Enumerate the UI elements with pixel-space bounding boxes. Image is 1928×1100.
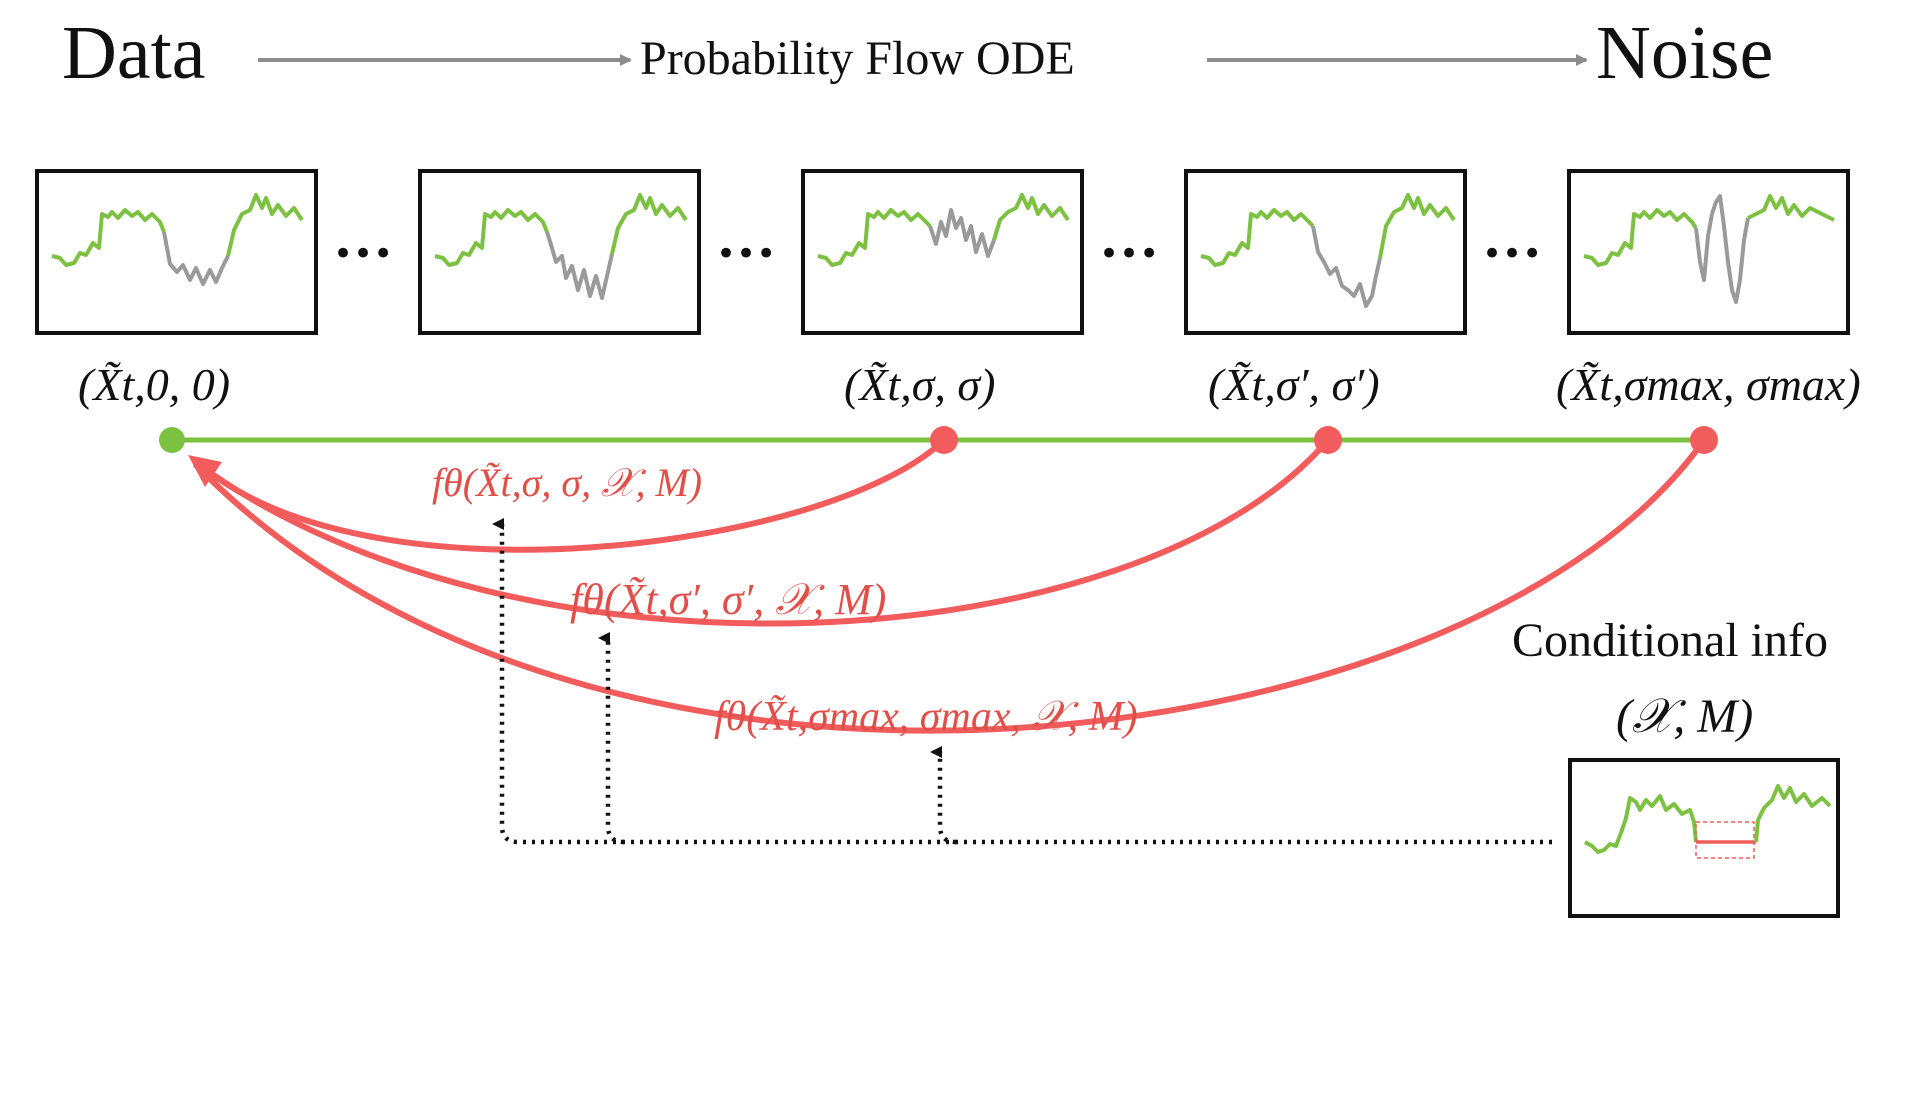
arc-sigma	[192, 437, 947, 553]
panel-3	[801, 169, 1084, 335]
panel-1-gray-segment	[162, 231, 230, 286]
header-data-label: Data	[62, 11, 205, 95]
panel-1-green-left	[51, 208, 166, 267]
panel-3-label: (X̃t,σ, σ)	[844, 359, 995, 410]
panel-3-green-right	[992, 193, 1070, 241]
conditional-panel	[1568, 758, 1840, 918]
panel-5-green-left	[1583, 208, 1698, 267]
panel-4-green-left	[1200, 208, 1315, 267]
conditional-value: (𝒳, M)	[1616, 690, 1753, 743]
panel-3-green-left	[817, 208, 932, 267]
dotted-cond-branch-2	[598, 632, 625, 845]
panel-4-gray-segment	[1311, 225, 1382, 308]
ellipsis-4: •••	[1482, 234, 1542, 274]
arc-sigma-prime	[193, 438, 1331, 627]
ellipsis-2: •••	[716, 234, 776, 274]
header-ode-label: Probability Flow ODE	[640, 32, 1075, 85]
panel-5-gray-segment	[1694, 194, 1750, 304]
panel-5-label: (X̃t,σmax, σmax)	[1556, 359, 1861, 410]
panel-3-gray-segment	[928, 208, 996, 258]
function-label-sigma-prime: fθ(X̃t,σ′, σ′, 𝒳, M)	[570, 575, 886, 624]
panel-2	[418, 169, 701, 335]
conditional-mask-box	[1695, 821, 1755, 859]
dotted-cond-main	[492, 518, 1552, 845]
panel-1-label: (X̃t,0, 0)	[78, 359, 230, 410]
panel-2-green-left	[434, 208, 549, 267]
panel-2-gray-segment	[545, 231, 614, 300]
conditional-green-left	[1584, 794, 1698, 854]
function-label-sigma-max: fθ(X̃t,σmax, σmax, 𝒳, M)	[714, 694, 1138, 740]
panel-4-label: (X̃t,σ′, σ′)	[1208, 359, 1380, 410]
header-noise-label: Noise	[1596, 11, 1773, 95]
panel-1	[35, 169, 318, 335]
panel-1-green-right	[226, 193, 304, 257]
panel-4	[1184, 169, 1467, 335]
panel-5-green-right	[1747, 194, 1835, 222]
arc-arrowhead	[188, 455, 222, 487]
panel-4-green-right	[1378, 193, 1456, 259]
ellipsis-3: •••	[1099, 234, 1159, 274]
dotted-cond-branch-3	[930, 746, 957, 845]
conditional-title: Conditional info	[1512, 614, 1828, 667]
timeline-node-data	[159, 427, 185, 453]
arc-sigma-max	[192, 438, 1707, 734]
panel-5	[1567, 169, 1850, 335]
conditional-green-right	[1754, 784, 1832, 843]
panel-2-green-right	[610, 193, 688, 255]
function-label-sigma: fθ(X̃t,σ, σ, 𝒳, M)	[432, 460, 702, 505]
ellipsis-1: •••	[333, 234, 393, 274]
